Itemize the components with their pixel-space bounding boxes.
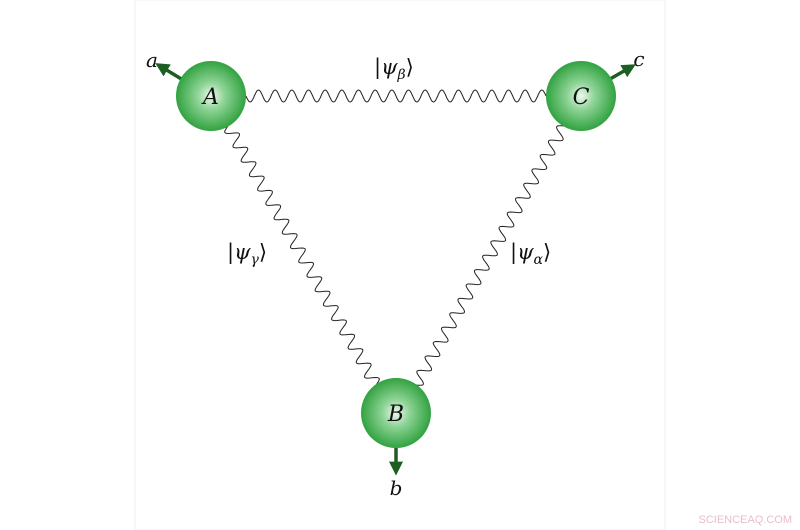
ket-close: ⟩ <box>259 240 267 264</box>
ket-close: ⟩ <box>406 55 414 79</box>
ket-sub: α <box>534 252 544 268</box>
node-A-label: A <box>201 85 219 110</box>
node-B-label: B <box>387 402 404 427</box>
panel-border <box>134 0 666 530</box>
ket-open: |ψ <box>374 55 398 80</box>
output-a-label: a <box>146 48 158 72</box>
arrow-c <box>609 64 636 81</box>
node-C: C <box>546 61 616 131</box>
ket-open: |ψ <box>510 240 534 265</box>
output-b-label: b <box>390 476 403 500</box>
ket-close: ⟩ <box>543 240 551 264</box>
wire-alpha <box>415 125 565 386</box>
ket-sub: β <box>397 67 406 83</box>
wire-beta <box>245 89 547 103</box>
node-A: A <box>176 61 246 131</box>
node-B: B <box>361 378 431 448</box>
arrow-a <box>155 63 184 82</box>
ket-open: |ψ <box>227 240 251 265</box>
output-c-label: c <box>633 47 644 71</box>
watermark: SCIENCEAQ.COM <box>698 514 792 526</box>
ket-psi-gamma: |ψγ⟩ <box>227 240 267 268</box>
ket-psi-alpha: |ψα⟩ <box>510 240 551 268</box>
ket-sub: γ <box>251 252 260 268</box>
ket-psi-beta: |ψβ⟩ <box>374 55 414 83</box>
wire-gamma <box>224 125 380 386</box>
node-C-label: C <box>573 85 590 110</box>
